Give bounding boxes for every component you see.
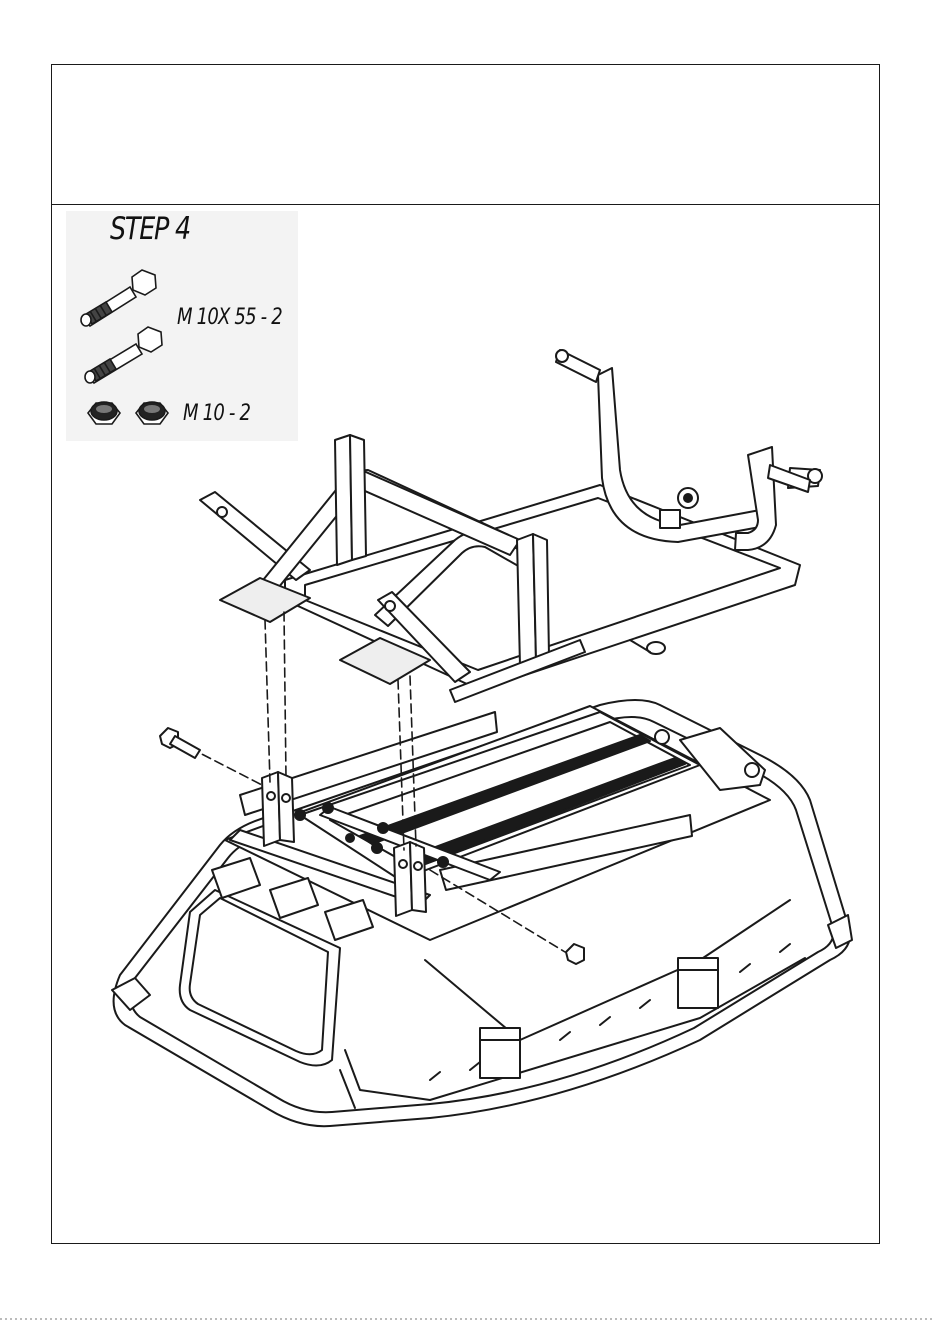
page-edge-dashes <box>0 1318 933 1320</box>
tub-body <box>112 700 852 1126</box>
hex-bolt-icon <box>160 728 200 758</box>
handle-frame <box>200 350 822 702</box>
